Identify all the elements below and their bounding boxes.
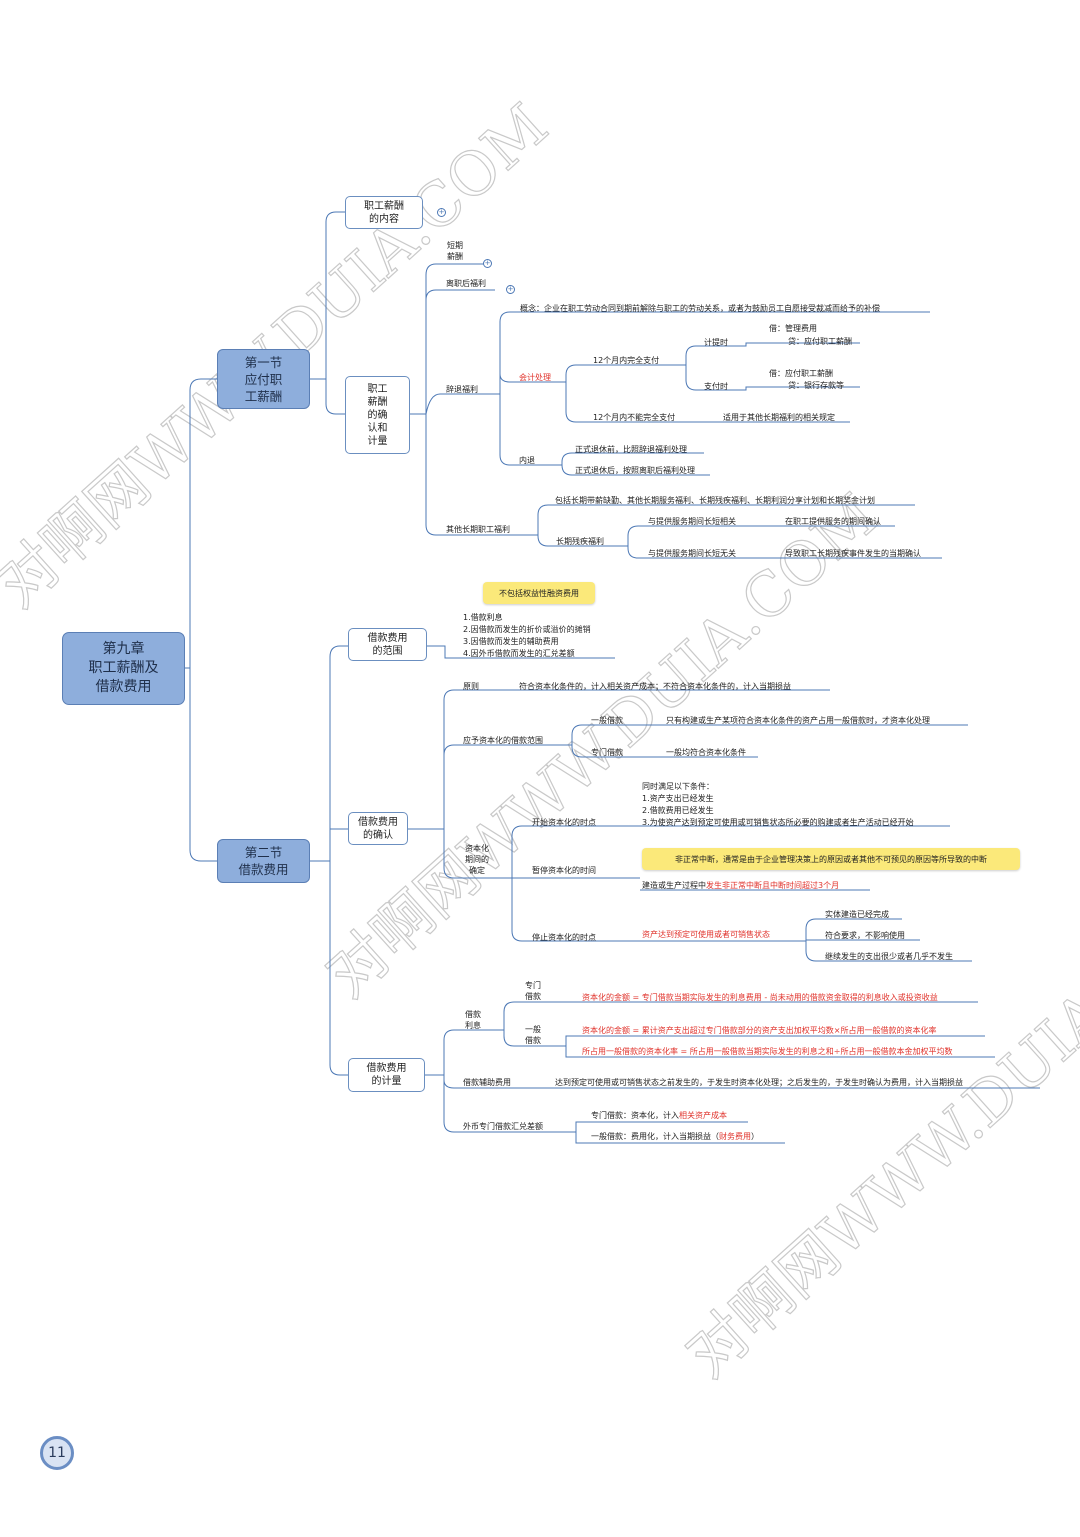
label-fx-special: 专门借款：资本化，计入相关资产成本	[591, 1110, 727, 1121]
pause-text-2: 发生非正常中断且中断时间超过3个月	[706, 881, 840, 890]
node-scope[interactable]: 借款费用 的范围	[348, 628, 427, 661]
section-2-label: 第二节 借款费用	[238, 845, 289, 877]
label-pay-credit: 贷：银行存款等	[788, 381, 844, 390]
label-pay: 支付时	[704, 382, 728, 391]
label-fx: 外币专门借款汇兑差额	[463, 1122, 543, 1131]
scope-item: 1.借款利息	[463, 613, 503, 622]
label-special-formula: 资本化的金额 = 专门借款当期实际发生的利息费用 - 尚未动用的借款资金取得的利…	[582, 993, 938, 1002]
label-interest: 借款 利息	[465, 1010, 481, 1030]
fx-general-2: 财务费用	[719, 1132, 751, 1141]
start-condition: 同时满足以下条件：	[642, 782, 714, 791]
label-accrue: 计提时	[704, 338, 728, 347]
label-accrue-credit: 贷：应付职工薪酬	[788, 337, 852, 346]
root-label: 第九章 职工薪酬及 借款费用	[88, 641, 159, 695]
label-inner-before: 正式退休前，比照辞退福利处理	[575, 445, 687, 454]
label-inner-retire: 内退	[519, 456, 535, 465]
start-condition: 2.借款费用已经发生	[642, 806, 714, 815]
label-cap-period: 资本化 期间的 确定	[465, 844, 489, 875]
label-start-cap: 开始资本化的时点	[532, 818, 596, 827]
label-disab-unrelated-rule: 导致职工长期残疾事件发生的当期确认	[785, 549, 921, 558]
node-salary-content-label: 职工薪酬 的内容	[364, 200, 404, 225]
node-measure-label: 借款费用 的计量	[366, 1063, 407, 1087]
node-confirm-label: 借款费用 的确认	[358, 816, 398, 841]
page-number-badge: 11	[40, 1436, 74, 1470]
label-pay-debit: 借：应付职工薪酬	[769, 369, 833, 378]
section-node-2[interactable]: 第二节 借款费用	[217, 839, 310, 883]
expand-icon[interactable]: +	[483, 259, 492, 268]
label-aux-text: 达到预定可使用或可销售状态之前发生的，于发生时资本化处理；之后发生的，于发生时确…	[555, 1078, 963, 1087]
start-condition: 1.资产支出已经发生	[642, 794, 714, 803]
node-recognition[interactable]: 职工 薪酬 的确 认和 计量	[345, 376, 410, 454]
expand-icon[interactable]: +	[506, 285, 515, 294]
label-short-term: 短期 薪酬	[447, 241, 463, 261]
note-scope: 不包括权益性融资费用	[483, 582, 595, 604]
label-pause-cap: 暂停资本化的时间	[532, 866, 596, 875]
fx-special-2: 相关资产成本	[679, 1111, 727, 1120]
section-node-1[interactable]: 第一节 应付职 工薪酬	[217, 349, 310, 409]
label-fx-general: 一般借款：费用化，计入当期损益（财务费用）	[591, 1131, 759, 1142]
start-condition: 3.为使资产达到预定可使用或可销售状态所必要的购建或者生产活动已经开始	[642, 818, 914, 827]
stop-item: 继续发生的支出很少或者几乎不发生	[825, 952, 953, 961]
label-principle-text: 符合资本化条件的，计入相关资产成本；不符合资本化条件的，计入当期损益	[519, 682, 791, 691]
label-special-loan: 专门借款	[591, 748, 623, 757]
label-special-loan-text: 一般均符合资本化条件	[666, 748, 746, 757]
fx-general-1: 一般借款：费用化，计入当期损益（	[591, 1132, 719, 1141]
label-other-long-term: 其他长期职工福利	[446, 525, 510, 534]
node-measure[interactable]: 借款费用 的计量	[348, 1058, 425, 1092]
label-aux: 借款辅助费用	[463, 1078, 511, 1087]
label-dismissal: 辞退福利	[446, 385, 478, 394]
node-salary-content[interactable]: 职工薪酬 的内容	[345, 196, 423, 229]
root-node-chapter9[interactable]: 第九章 职工薪酬及 借款费用	[62, 632, 185, 705]
label-general-formula-2: 所占用一般借款的资本化率 = 所占用一般借款当期实际发生的利息之和÷所占用一般借…	[582, 1047, 953, 1056]
label-post-employment: 离职后福利	[446, 279, 486, 288]
label-general-formula-1: 资本化的金额 = 累计资产支出超过专门借款部分的资产支出加权平均数×所占用一般借…	[582, 1026, 937, 1035]
page-number: 11	[48, 1445, 66, 1461]
label-general-loan: 一般借款	[591, 716, 623, 725]
label-stop-cap: 停止资本化的时点	[532, 933, 596, 942]
node-confirm[interactable]: 借款费用 的确认	[348, 812, 408, 845]
label-not-within-12: 12个月内不能完全支付	[593, 413, 676, 422]
stop-item: 实体建造已经完成	[825, 910, 889, 919]
scope-item: 3.因借款而发生的辅助费用	[463, 637, 559, 646]
node-scope-label: 借款费用 的范围	[367, 632, 408, 657]
label-disability: 长期残疾福利	[556, 537, 604, 546]
label-disab-related-rule: 在职工提供服务的期间确认	[785, 517, 881, 526]
fx-special-1: 专门借款：资本化，计入	[591, 1111, 679, 1120]
label-disab-unrelated: 与提供服务期间长短无关	[648, 549, 736, 558]
label-cap-scope: 应予资本化的借款范围	[463, 736, 543, 745]
stop-item: 符合要求，不影响使用	[825, 931, 905, 940]
node-recognition-label: 职工 薪酬 的确 认和 计量	[367, 383, 388, 447]
label-inner-after: 正式退休后，按照离职后福利处理	[575, 466, 695, 475]
label-not-within-12-rule: 适用于其他长期福利的相关规定	[723, 413, 835, 422]
scope-item: 4.因外币借款而发生的汇兑差额	[463, 649, 575, 658]
note-pause: 非正常中断，通常是由于企业管理决策上的原因或者其他不可预见的原因等所导致的中断	[642, 848, 1020, 870]
label-special: 专门 借款	[525, 981, 541, 1001]
label-accounting: 会计处理	[519, 373, 551, 382]
label-within-12: 12个月内完全支付	[593, 356, 660, 365]
scope-item: 2.因借款而发生的折价或溢价的摊销	[463, 625, 591, 634]
fx-general-3: ）	[751, 1132, 759, 1141]
label-other-includes: 包括长期带薪缺勤、其他长期服务福利、长期残疾福利、长期利润分享计划和长期奖金计划	[555, 496, 875, 505]
label-disab-related: 与提供服务期间长短相关	[648, 517, 736, 526]
label-general: 一般 借款	[525, 1025, 541, 1045]
label-general-loan-text: 只有构建或生产某项符合资本化条件的资产占用一般借款时，才资本化处理	[666, 716, 930, 725]
label-accrue-debit: 借：管理费用	[769, 324, 817, 333]
label-pause-text: 建造或生产过程中发生非正常中断且中断时间超过3个月	[642, 880, 839, 891]
label-concept: 概念：企业在职工劳动合同到期前解除与职工的劳动关系，或者为鼓励员工自愿接受裁减而…	[520, 304, 880, 313]
section-1-label: 第一节 应付职 工薪酬	[244, 354, 283, 404]
label-stop-text: 资产达到预定可使用或者可销售状态	[642, 930, 770, 939]
label-principle: 原则	[463, 682, 479, 691]
expand-icon[interactable]: +	[437, 208, 446, 217]
pause-text-1: 建造或生产过程中	[642, 881, 706, 890]
